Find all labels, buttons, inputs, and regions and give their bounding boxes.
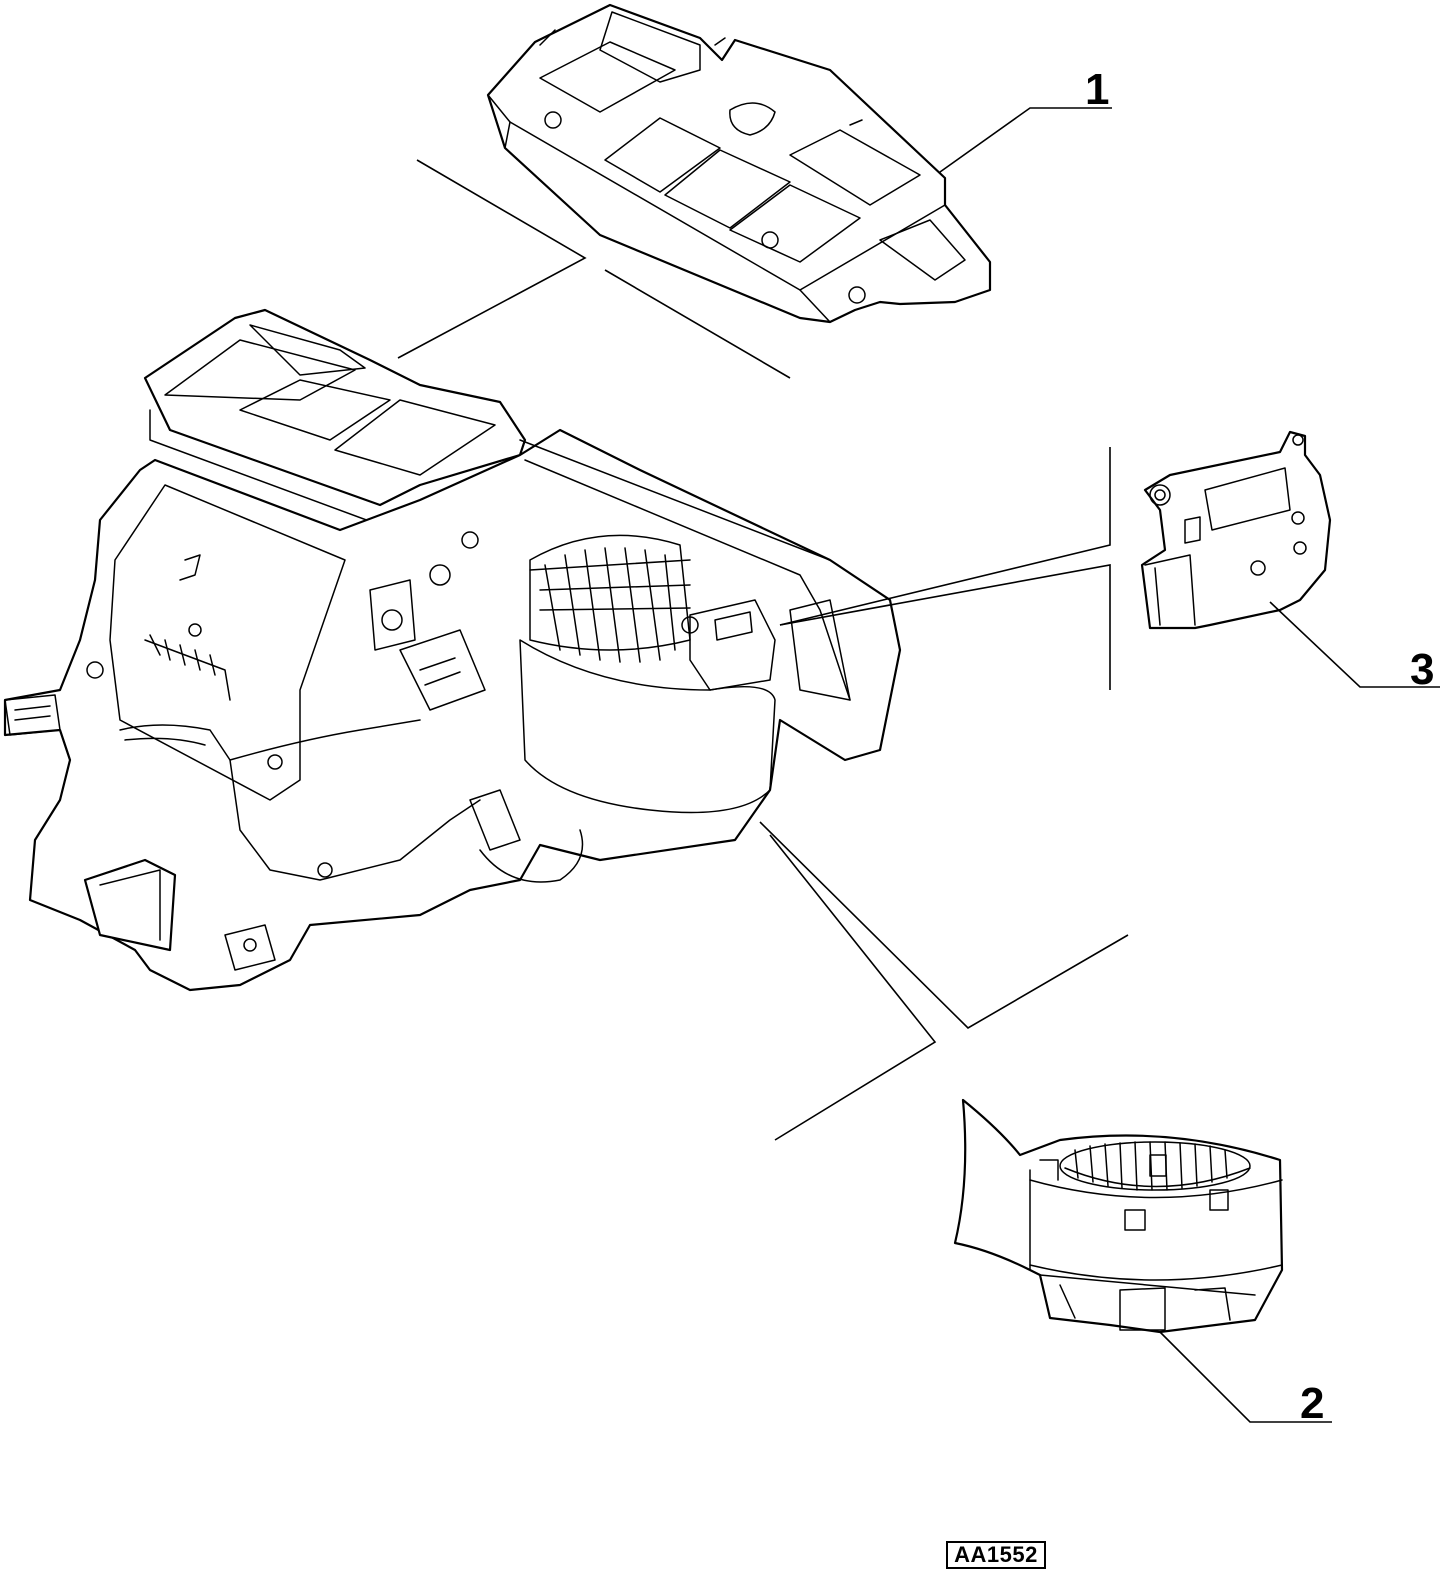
callout-1: 1 [1085,65,1109,114]
guide-line-5 [759,821,1129,1029]
part-1-air-duct [486,3,992,324]
guide-line-2 [604,269,791,379]
callout-2: 2 [1300,1379,1324,1428]
callout-3: 3 [1410,645,1434,694]
reference-code-box: AA1552 [946,1541,1046,1569]
guide-line-1 [397,159,587,359]
hvac-unit-main [3,308,902,992]
leader-line-2 [1159,1331,1332,1423]
leader-line-1 [939,107,1112,173]
part-3-actuator [1140,430,1332,630]
leader-line-3 [1269,601,1440,688]
guide-line-3 [779,447,1111,626]
guide-line-6 [769,834,937,1141]
part-2-blower-motor [953,1098,1284,1334]
guide-line-4 [779,564,1111,690]
